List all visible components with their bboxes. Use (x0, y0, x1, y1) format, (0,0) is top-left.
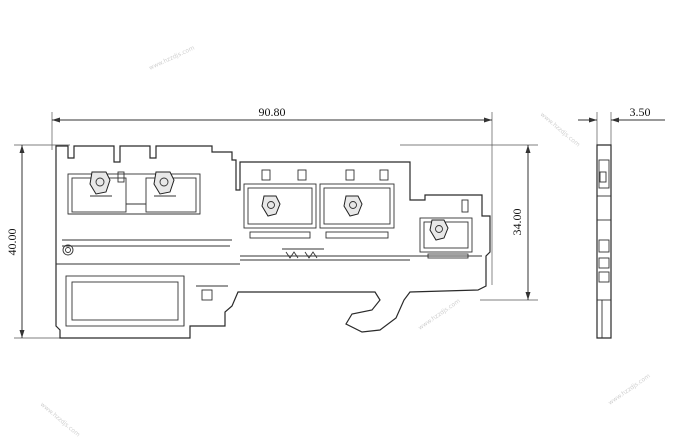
dimension-side-width: 3.50 (578, 105, 665, 145)
clamp-chamber-middle-2 (319, 183, 395, 229)
height-left-dim-label: 40.00 (5, 229, 19, 256)
height-right-dim-label: 34.00 (510, 209, 524, 236)
clamp-screw-5 (429, 219, 449, 241)
dimension-height-left: 40.00 (5, 144, 70, 339)
width-dim-label: 90.80 (259, 105, 286, 119)
clamp-screw-3 (261, 195, 281, 217)
watermark-4: www.hzzdjs.com (39, 401, 82, 438)
side-view-outline (596, 144, 612, 339)
test-hole (62, 244, 74, 256)
clamp-screw-1 (89, 171, 112, 197)
dimension-width: 90.80 (51, 105, 493, 285)
watermark-2: www.hzzdjs.com (539, 111, 582, 148)
clamp-screw-4 (343, 195, 363, 217)
side-width-dim-label: 3.50 (630, 105, 651, 119)
clamp-chamber-middle-1 (243, 183, 317, 229)
watermark-3: www.hzzdjs.com (417, 297, 462, 331)
dimension-height-right: 34.00 (400, 144, 538, 301)
watermark-1: www.hzzdjs.com (148, 44, 196, 71)
clamp-screw-2 (153, 171, 176, 197)
terminal-block-front-view (55, 145, 491, 339)
clamp-chamber-right (419, 217, 473, 253)
lower-window (71, 281, 179, 321)
terminal-body-outline (55, 145, 491, 339)
watermark-5: www.hzzdjs.com (607, 372, 652, 406)
terminal-block-side-view (596, 144, 612, 339)
